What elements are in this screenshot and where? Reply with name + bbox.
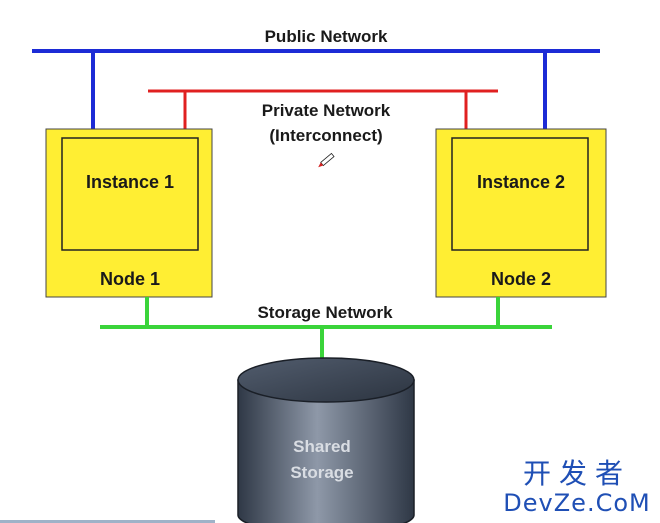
watermark-chinese: 开发者 bbox=[522, 457, 631, 490]
watermark-latin: DevZe.CoM bbox=[503, 489, 651, 517]
node-2-label: Node 2 bbox=[491, 269, 551, 289]
private-network-label: Private Network bbox=[262, 101, 391, 120]
node-1-label: Node 1 bbox=[100, 269, 160, 289]
instance-2-label: Instance 2 bbox=[477, 172, 565, 192]
shared-storage-cylinder: Shared Storage bbox=[237, 357, 415, 523]
bottom-edge-bar bbox=[0, 520, 215, 523]
node-1: Instance 1 Node 1 bbox=[45, 128, 213, 298]
shared-storage-label: Shared bbox=[293, 437, 351, 456]
storage-network-label: Storage Network bbox=[257, 303, 393, 322]
pencil-cursor-icon bbox=[318, 152, 335, 168]
public-network-label: Public Network bbox=[265, 27, 388, 46]
instance-1-label: Instance 1 bbox=[86, 172, 174, 192]
interconnect-label: (Interconnect) bbox=[269, 126, 382, 145]
node-2: Instance 2 Node 2 bbox=[435, 128, 607, 298]
storage-label: Storage bbox=[290, 463, 353, 482]
site-watermark: 开发者 DevZe.CoM bbox=[502, 457, 652, 518]
instance-2-box bbox=[451, 137, 589, 251]
instance-1-box bbox=[61, 137, 199, 251]
